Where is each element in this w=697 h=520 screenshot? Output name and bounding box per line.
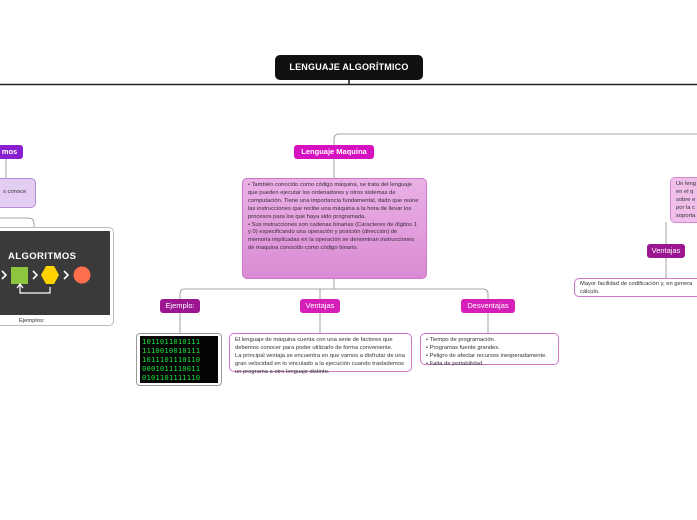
algoritmos-image-title: ALGORITMOS [8,251,77,262]
ventajas-text[interactable]: El lenguaje de máquina cuenta con una se… [229,333,412,375]
binary-code-image: 1011011010111 1110010010111 101110111011… [140,336,218,383]
algoritmos-image: ALGORITMOS [0,231,110,315]
desventajas-label[interactable]: Desventajas [461,299,515,313]
ventajas-label[interactable]: Ventajas [300,299,340,313]
lenguaje-maquina-description[interactable]: • También conocido como código máquina, … [242,178,427,279]
left-image-caption: Ejemplos: [19,318,45,324]
binary-row: 1011011010111 [142,337,201,346]
left-branch-text[interactable]: s conoce [0,178,36,208]
right-ventajas-label[interactable]: Ventajas [647,244,685,258]
binary-row: 1011101110110 [142,355,201,364]
right-ventajas-text[interactable]: Mayor facilidad de codificación y, en ge… [574,278,697,297]
binary-row: 1110010010111 [142,346,201,355]
root-title[interactable]: LENGUAJE ALGORÍTMICO [275,55,423,80]
left-branch-label[interactable]: mos [0,145,23,159]
ejemplo-label[interactable]: Ejemplo: [160,299,200,313]
right-branch-text[interactable]: Un leng en el q sobre e por la c soporta [670,177,697,223]
lenguaje-maquina-label[interactable]: Lenguaje Maquina [294,145,374,159]
binary-row: 0101101111110 [142,373,201,382]
desventajas-text[interactable]: • Tiempo de programación. • Programas fu… [420,333,559,367]
flowchart-icon [1,266,91,294]
binary-row: 0001011110011 [142,364,201,373]
